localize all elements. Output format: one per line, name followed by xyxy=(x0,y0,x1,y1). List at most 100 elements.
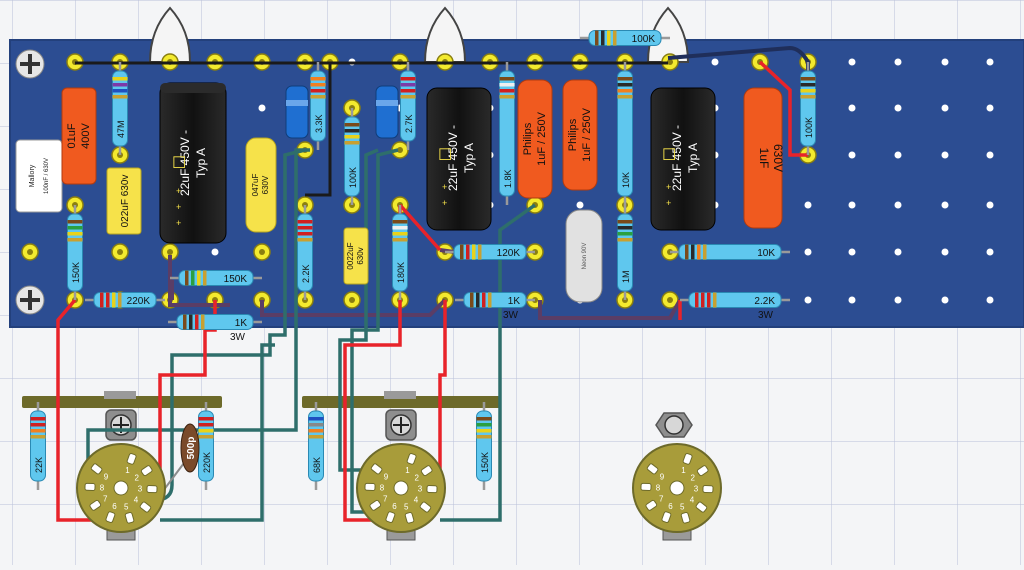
socket-pin-number: 3 xyxy=(418,485,423,494)
resistor-68k: 68K xyxy=(308,402,324,490)
resistor-10k-vertical-label: 10K xyxy=(621,172,631,188)
board-dot xyxy=(894,296,902,304)
e1-value-label: 22uF 450V - xyxy=(178,130,192,196)
electrolytic-cap-3: 22uF 450V - Typ A ☐ ++ xyxy=(650,87,716,231)
board-dot xyxy=(894,151,902,159)
resistor-120k-label: 120K xyxy=(497,248,521,259)
svg-text:+: + xyxy=(442,198,447,208)
board-dot xyxy=(711,58,719,66)
resistor-150k-vertical: 150K xyxy=(67,205,83,300)
resistors: 47M150K220K150K1K3W3.3K2.2K100K2.7K180K1… xyxy=(30,30,816,490)
c-047uf-voltage-label: 630V xyxy=(261,175,270,194)
resistor-2-2k-vertical-label: 2.2K xyxy=(301,264,311,283)
resistor-220k-label: 220K xyxy=(127,296,151,307)
blue-cap-2 xyxy=(375,85,399,139)
resistor-1m-label: 1M xyxy=(621,270,631,283)
socket-pin-number: 5 xyxy=(404,502,409,511)
e3-type-label: Typ A xyxy=(686,143,700,173)
board-dot xyxy=(804,201,812,209)
socket-pin-number: 5 xyxy=(680,502,685,511)
board-dot xyxy=(986,296,994,304)
resistor-2-2k-vertical: 2.2K xyxy=(297,205,313,300)
resistor-1k-3w-b-label: 1K xyxy=(508,296,521,307)
board-dot xyxy=(986,104,994,112)
resistor-220k-socket-label: 220K xyxy=(202,452,212,473)
resistor-180k-label: 180K xyxy=(396,262,406,283)
capacitor-philips-2: Philips 1uF / 250V xyxy=(562,79,598,191)
capacitor-mallory: Mallory 100nF / 630V xyxy=(15,139,63,213)
capacitor-022uf: 022uF 630v xyxy=(106,167,142,235)
c-01uf-value-label: 01uF xyxy=(66,123,78,148)
resistor-22k: 22K xyxy=(30,402,46,490)
capacitor-01uf: 01uF 400V xyxy=(61,87,97,185)
resistor-150k-horizontal-label: 150K xyxy=(224,274,248,285)
board-dot xyxy=(804,296,812,304)
board-dot xyxy=(894,58,902,66)
wires-black xyxy=(75,61,668,197)
board-dot xyxy=(848,58,856,66)
board-dot xyxy=(848,201,856,209)
resistor-10k-horizontal-label: 10K xyxy=(757,248,775,259)
mallory-value-label: 100nF / 630V xyxy=(44,158,50,194)
socket-pin-number: 6 xyxy=(668,502,673,511)
capacitor-047uf: 047uF 630V xyxy=(245,137,277,233)
resistor-1k-3w-a-label: 1K xyxy=(235,318,248,329)
socket-pin-number: 2 xyxy=(691,473,696,482)
philips1-value-label: 1uF / 250V xyxy=(536,111,548,165)
socket-pin-number: 2 xyxy=(415,473,420,482)
resistor-2-7k-label: 2.7K xyxy=(404,114,414,133)
board-dot xyxy=(941,296,949,304)
svg-text:+: + xyxy=(176,202,181,212)
e2-value-label: 22uF 450V - xyxy=(446,125,460,191)
socket-pin-number: 1 xyxy=(405,466,410,475)
socket-pin-number: 4 xyxy=(414,496,419,505)
socket-pin-number: 9 xyxy=(660,472,665,481)
resistor-10k-horizontal: 10K xyxy=(670,244,790,260)
resistor-150k-socket-label: 150K xyxy=(480,452,490,473)
turret-pin xyxy=(111,243,129,261)
wire-navy xyxy=(667,45,810,75)
socket-pin-number: 1 xyxy=(125,466,130,475)
resistor-100k-top: 100K xyxy=(580,30,670,46)
e3-value-label: 22uF 450V - xyxy=(670,125,684,191)
e2-type-label: Typ A xyxy=(462,143,476,173)
e1-type-label: Typ A xyxy=(194,148,208,178)
philips2-value-label: 1uF / 250V xyxy=(581,107,593,161)
c-0022uf-voltage-label: 630v xyxy=(356,247,365,264)
capacitor-1uf-630v: 1uF 630V xyxy=(743,87,785,229)
socket-pin-number: 9 xyxy=(104,472,109,481)
capacitor-philips-1: Philips 1uF / 250V xyxy=(517,79,553,199)
socket-pin-number: 3 xyxy=(694,485,699,494)
board-dot xyxy=(804,248,812,256)
board-dot xyxy=(941,248,949,256)
blue-cap-1 xyxy=(285,85,309,139)
resistor-1k-3w-a-rating-label: 3W xyxy=(230,332,246,343)
socket-pin-number: 7 xyxy=(383,495,388,504)
resistor-100k-top-label: 100K xyxy=(632,34,656,45)
c-500p-label: 500p xyxy=(186,437,197,460)
resistor-68k-label: 68K xyxy=(312,457,322,473)
c-01uf-voltage-label: 400V xyxy=(80,122,92,148)
board-dot xyxy=(894,248,902,256)
resistor-220k: 220K xyxy=(85,292,165,308)
board-dot xyxy=(848,151,856,159)
socket-pin-number: 2 xyxy=(135,473,140,482)
board-dot xyxy=(211,248,219,256)
board-dot xyxy=(258,104,266,112)
svg-text:+: + xyxy=(666,198,671,208)
turret-pin xyxy=(21,243,39,261)
socket-pin-number: 7 xyxy=(103,495,108,504)
resistor-47m: 47M xyxy=(112,62,128,155)
resistor-150k-vertical-label: 150K xyxy=(71,262,81,283)
board-dot xyxy=(894,104,902,112)
board-dot xyxy=(941,151,949,159)
socket-pin-number: 4 xyxy=(134,496,139,505)
board-dot xyxy=(986,151,994,159)
socket-pin-number: 9 xyxy=(384,472,389,481)
electrolytic-cap-1: 22uF 450V - Typ A ☐ ++ + xyxy=(159,82,227,244)
